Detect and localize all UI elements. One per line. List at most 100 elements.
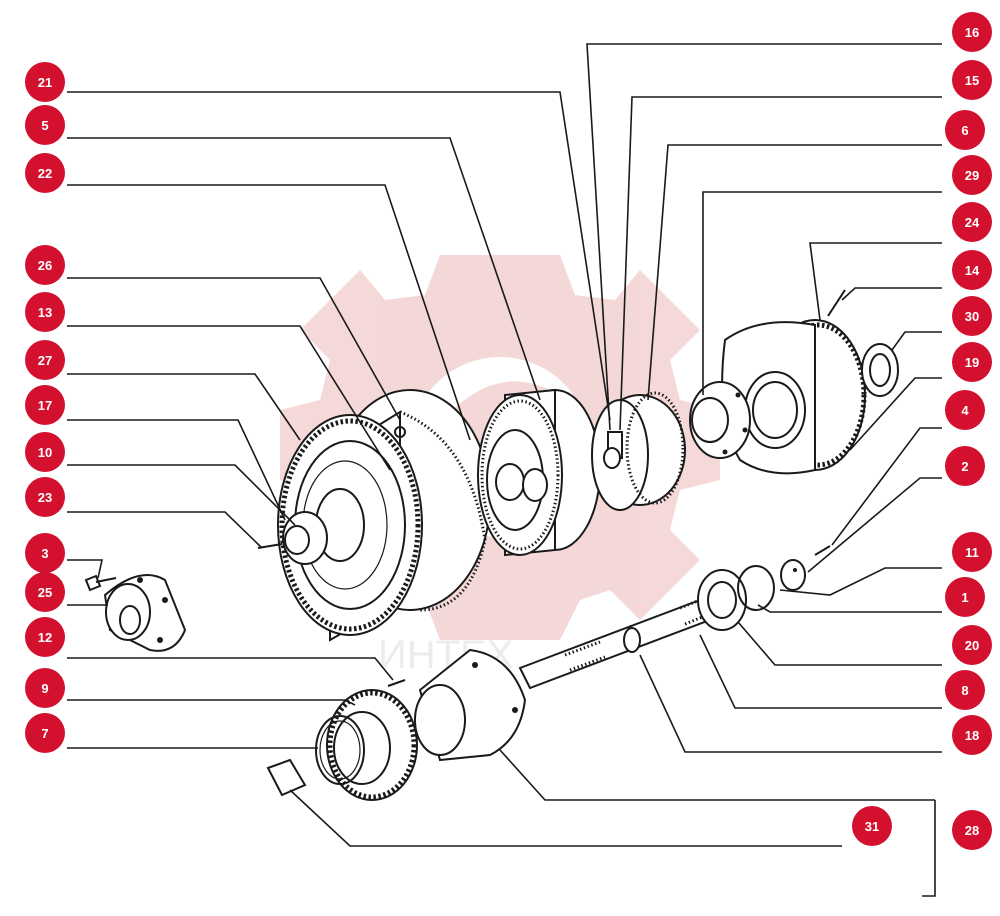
svg-text:1: 1 xyxy=(961,590,968,605)
svg-text:3: 3 xyxy=(41,546,48,561)
leader-13 xyxy=(67,325,391,471)
svg-text:11: 11 xyxy=(965,545,979,560)
leader-27 xyxy=(67,373,301,441)
svg-text:8: 8 xyxy=(961,683,968,698)
callout-11: 11 xyxy=(952,532,992,572)
leader-11 xyxy=(779,567,942,596)
part-snap-ring-1 xyxy=(737,565,775,611)
leader-23 xyxy=(67,511,263,549)
callout-17: 17 xyxy=(25,385,65,425)
svg-text:9: 9 xyxy=(41,681,48,696)
part-seal-ring-30 xyxy=(861,343,899,397)
part-screw-14 xyxy=(827,289,846,317)
svg-text:25: 25 xyxy=(38,585,52,600)
leader-18 xyxy=(639,654,942,753)
leader-15 xyxy=(619,96,942,431)
svg-text:19: 19 xyxy=(965,355,979,370)
leader-9 xyxy=(67,699,356,706)
callout-1: 1 xyxy=(945,577,985,617)
svg-text:18: 18 xyxy=(965,728,979,743)
leader-28 xyxy=(499,749,935,801)
callout-27: 27 xyxy=(25,340,65,380)
callout-22: 22 xyxy=(25,153,65,193)
callout-7: 7 xyxy=(25,713,65,753)
callout-26: 26 xyxy=(25,245,65,285)
callout-30: 30 xyxy=(952,296,992,336)
leader-5 xyxy=(67,137,541,401)
callout-31: 31 xyxy=(852,806,892,846)
callout-6: 6 xyxy=(945,110,985,150)
callout-23: 23 xyxy=(25,477,65,517)
leader-1 xyxy=(757,604,942,613)
svg-text:24: 24 xyxy=(965,215,980,230)
part-hub-flange xyxy=(689,381,751,459)
part-flange-cover xyxy=(103,574,187,652)
leader-6 xyxy=(647,144,942,401)
part-bolt-12 xyxy=(387,679,406,687)
callout-12: 12 xyxy=(25,617,65,657)
svg-text:6: 6 xyxy=(961,123,968,138)
callout-badges: 21 5 22 26 13 27 17 10 23 3 25 12 9 7 16… xyxy=(25,12,992,850)
leader-30 xyxy=(891,331,942,351)
callout-10: 10 xyxy=(25,432,65,472)
svg-text:14: 14 xyxy=(965,263,980,278)
svg-text:7: 7 xyxy=(41,726,48,741)
leader-8 xyxy=(699,634,942,709)
callout-13: 13 xyxy=(25,292,65,332)
part-clutch-drum-middle xyxy=(477,388,601,557)
svg-text:22: 22 xyxy=(38,166,52,181)
callout-18: 18 xyxy=(952,715,992,755)
leader-12 xyxy=(67,657,394,681)
svg-text:30: 30 xyxy=(965,309,979,324)
part-carrier-housing xyxy=(414,648,527,762)
part-key-31 xyxy=(266,758,307,797)
callout-8: 8 xyxy=(945,670,985,710)
part-screw-4 xyxy=(814,545,831,556)
callout-20: 20 xyxy=(952,625,992,665)
callout-4: 4 xyxy=(945,390,985,430)
leader-22 xyxy=(67,184,471,441)
callout-3: 3 xyxy=(25,533,65,573)
svg-text:29: 29 xyxy=(965,168,979,183)
leader-2 xyxy=(807,477,942,573)
leader-21 xyxy=(67,91,611,421)
leader-3 xyxy=(67,559,103,579)
leader-10 xyxy=(67,464,296,526)
svg-text:12: 12 xyxy=(38,630,52,645)
svg-text:15: 15 xyxy=(965,73,979,88)
leader-24 xyxy=(809,242,942,321)
leader-20 xyxy=(737,621,942,666)
svg-text:23: 23 xyxy=(38,490,52,505)
svg-text:13: 13 xyxy=(38,305,52,320)
svg-text:21: 21 xyxy=(38,75,52,90)
part-planetary-disc xyxy=(591,391,686,511)
part-clutch-drum-large xyxy=(277,389,491,642)
callout-19: 19 xyxy=(952,342,992,382)
callout-28: 28 xyxy=(952,810,992,850)
callout-9: 9 xyxy=(25,668,65,708)
callout-5: 5 xyxy=(25,105,65,145)
svg-text:16: 16 xyxy=(965,25,979,40)
leader-16 xyxy=(586,43,942,431)
leader-4 xyxy=(831,427,942,546)
part-ring-7 xyxy=(315,715,365,785)
leader-17 xyxy=(67,419,286,521)
svg-text:17: 17 xyxy=(38,398,52,413)
callout-2: 2 xyxy=(945,446,985,486)
callout-24: 24 xyxy=(952,202,992,242)
callout-21: 21 xyxy=(25,62,65,102)
callout-15: 15 xyxy=(952,60,992,100)
svg-text:28: 28 xyxy=(965,823,979,838)
leader-19 xyxy=(849,377,942,451)
part-bearing-20 xyxy=(697,569,747,631)
svg-text:4: 4 xyxy=(961,403,969,418)
part-bushing-11 xyxy=(780,559,806,591)
leader-29 xyxy=(702,191,942,395)
leader-26 xyxy=(67,277,401,421)
callout-14: 14 xyxy=(952,250,992,290)
svg-text:26: 26 xyxy=(38,258,52,273)
part-brake-housing xyxy=(721,319,867,475)
callout-16: 16 xyxy=(952,12,992,52)
svg-text:10: 10 xyxy=(38,445,52,460)
